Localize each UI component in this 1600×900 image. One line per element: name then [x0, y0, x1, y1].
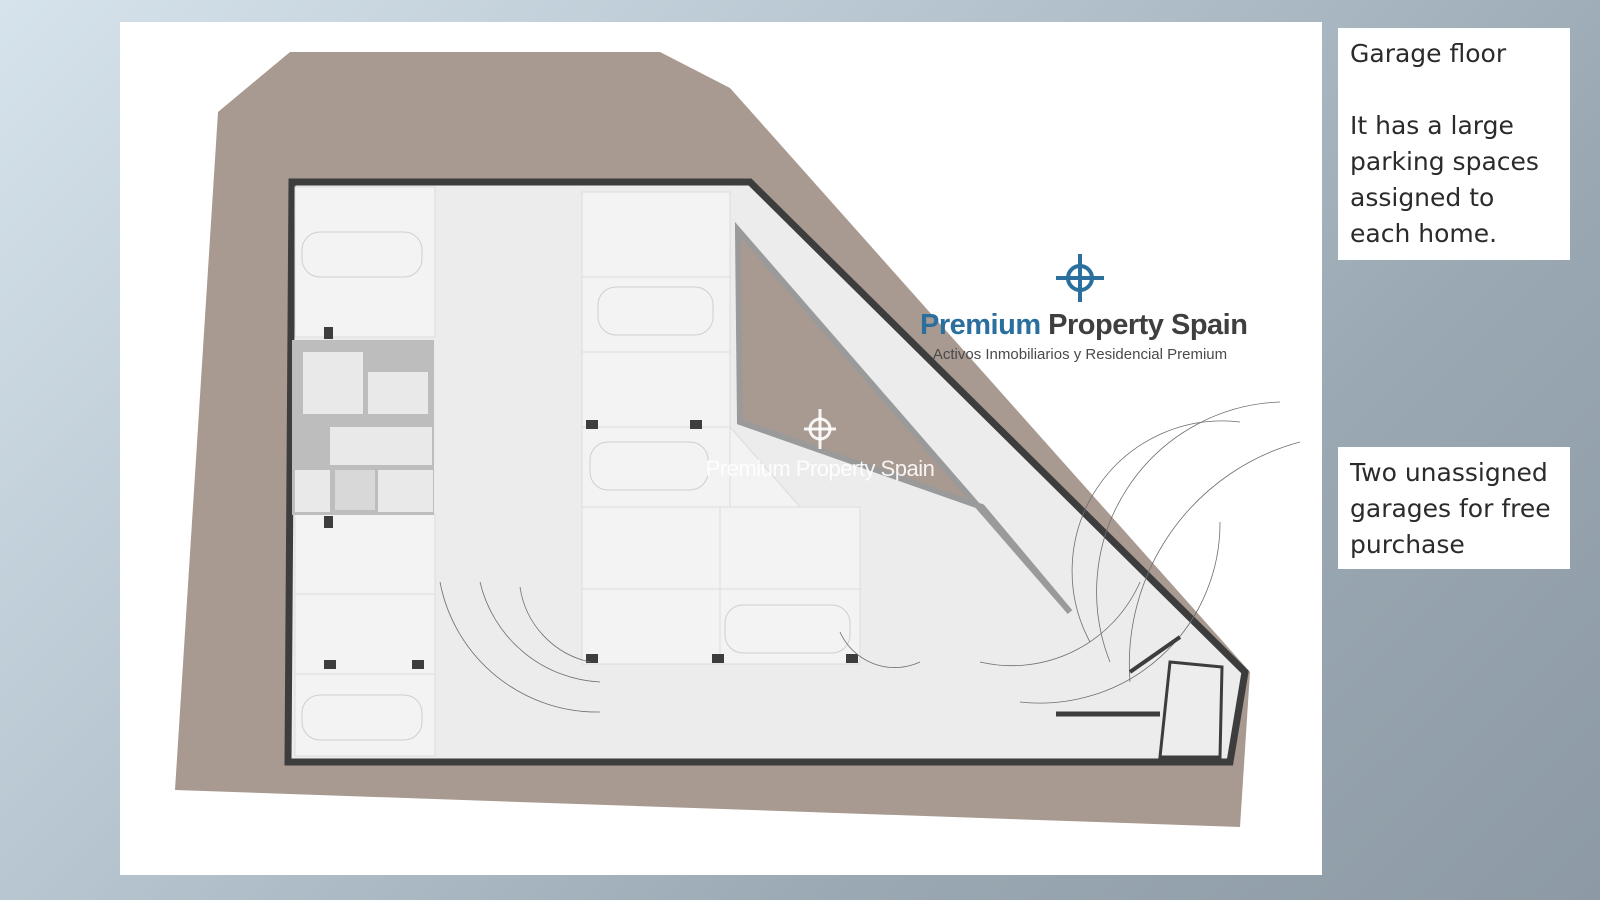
- turning-arc: [1019, 521, 1221, 704]
- logo-mark-icon: [1056, 254, 1104, 302]
- garage-floor-plan: [175, 52, 1301, 827]
- column-post: [586, 654, 598, 663]
- watermark-logo-icon: [804, 409, 836, 449]
- bottom-bay-3: [581, 588, 721, 665]
- left-bay-2: [294, 513, 436, 595]
- core-room: [368, 372, 428, 414]
- left-bay-3: [294, 593, 436, 675]
- left-parking-column: [294, 186, 436, 757]
- column-post: [690, 420, 702, 429]
- center-bay-5: [729, 425, 802, 508]
- core-room: [335, 470, 375, 510]
- garage-floor-card: Garage floor It has a large parking spac…: [1338, 28, 1570, 260]
- column-post: [712, 654, 724, 663]
- turning-arc: [1071, 420, 1241, 643]
- column-post: [324, 660, 336, 669]
- turning-arc: [439, 581, 601, 713]
- ramp-room: [1158, 660, 1224, 759]
- central-terrain: [734, 221, 1073, 614]
- ramp-entrance: [1056, 635, 1224, 759]
- core-room: [303, 352, 363, 414]
- brand-name: Premium Property Spain: [920, 309, 1248, 342]
- bottom-bay-4: [719, 588, 861, 665]
- ramp-wall: [1128, 635, 1182, 674]
- core-room: [295, 470, 330, 512]
- car-outline: [724, 604, 851, 654]
- company-logo: Premium Property Spain Activos Inmobilia…: [920, 252, 1248, 363]
- unassigned-garages-card: Two unassigned garages for free purchase: [1338, 447, 1570, 569]
- watermark-text: Premium Property Spain: [705, 456, 935, 481]
- core-room: [378, 470, 433, 512]
- bottom-bay-2: [719, 506, 861, 590]
- turning-arc: [979, 581, 1141, 667]
- turning-arc: [1096, 401, 1281, 663]
- brand-name-part2: Property Spain: [1048, 309, 1248, 341]
- center-bay-2: [581, 276, 731, 353]
- car-outline: [597, 286, 714, 336]
- wall-post: [324, 516, 333, 528]
- floor-plan-panel: Premium Property Spain Activos Inmobilia…: [120, 22, 1322, 875]
- brand-name-part1: Premium: [920, 309, 1041, 341]
- column-post: [412, 660, 424, 669]
- garage-floor-description: It has a large parking spaces assigned t…: [1350, 111, 1539, 248]
- brand-tagline: Activos Inmobiliarios y Residencial Prem…: [932, 346, 1228, 363]
- car-outline: [301, 694, 423, 741]
- garage-floor-title: Garage floor: [1350, 39, 1507, 68]
- bottom-bay-1: [581, 506, 721, 590]
- column-post: [846, 654, 858, 663]
- turning-arc: [839, 631, 921, 668]
- left-bay-1: [294, 186, 436, 338]
- stair-core: [292, 327, 434, 528]
- core-room: [330, 427, 432, 465]
- unassigned-garages-text: Two unassigned garages for free purchase: [1350, 458, 1551, 559]
- car-outline: [301, 231, 423, 278]
- center-parking-column: [581, 191, 861, 665]
- column-post: [586, 420, 598, 429]
- car-outline: [589, 441, 709, 491]
- turning-arc: [519, 586, 591, 663]
- center-bay-1: [581, 191, 731, 278]
- wall-post: [324, 327, 333, 339]
- center-bay-4: [581, 426, 731, 508]
- watermark: Premium Property Spain: [680, 407, 960, 482]
- left-bay-4: [294, 673, 436, 757]
- turning-arc: [479, 581, 601, 683]
- turning-arc: [1128, 441, 1301, 683]
